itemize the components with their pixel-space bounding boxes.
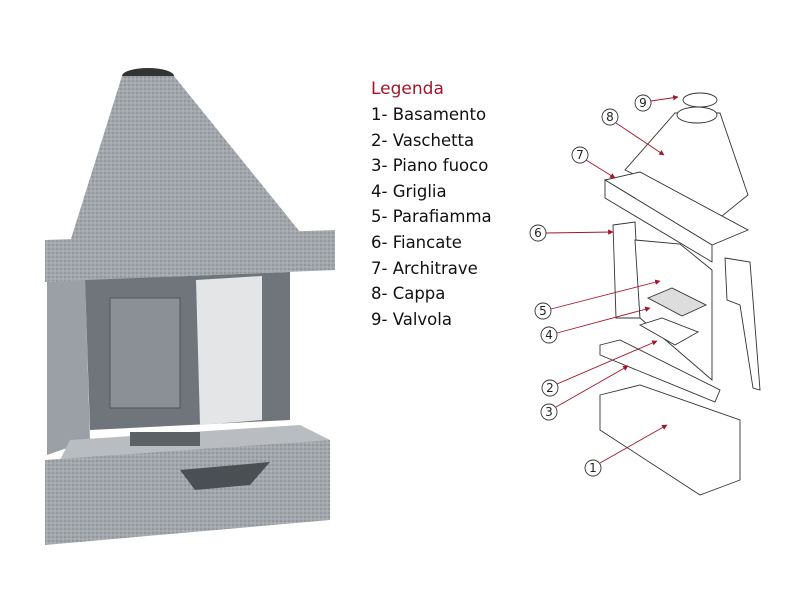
legend-item-basamento: 1- Basamento	[371, 105, 487, 124]
side-right-part	[724, 257, 761, 391]
left-side	[47, 280, 90, 455]
fireback-plate	[109, 297, 181, 409]
callout-8: 8	[601, 108, 665, 156]
legend-title: Legenda	[371, 79, 444, 99]
right-side-panel	[196, 276, 262, 425]
side-left-part	[612, 221, 641, 319]
ash-pan-part	[638, 317, 700, 346]
grate-part	[646, 287, 708, 317]
callout-3: 3	[540, 365, 629, 421]
callout-2-number: 2	[546, 381, 554, 395]
callouts: 9 8 7 6 5 4 2 3 1	[529, 94, 679, 477]
callout-7: 7	[571, 146, 616, 179]
hood-outlet	[676, 106, 718, 124]
callout-4: 4	[540, 306, 651, 344]
callout-9-number: 9	[639, 96, 647, 110]
callout-5-number: 5	[539, 304, 547, 318]
hood	[70, 76, 300, 242]
lintel	[45, 230, 335, 282]
legend-item-fiancate: 6- Fiancate	[371, 232, 462, 252]
callout-1: 1	[584, 424, 668, 477]
legend-item-vaschetta: 2- Vaschetta	[371, 130, 475, 150]
callout-6-number: 6	[534, 226, 542, 240]
callout-7-number: 7	[576, 148, 584, 162]
callout-4-number: 4	[545, 328, 553, 342]
fireplace-photo	[45, 68, 335, 545]
legend-item-parafiamma: 5- Parafiamma	[371, 207, 492, 227]
lintel-front	[604, 179, 713, 263]
callout-1-number: 1	[589, 461, 597, 475]
base-part	[599, 384, 741, 496]
legend-item-architrave: 7- Architrave	[371, 258, 478, 278]
legend-item-griglia: 4- Griglia	[371, 181, 447, 201]
callout-9: 9	[634, 94, 679, 112]
valve-part	[682, 92, 718, 108]
legend: Legenda 1- Basamento 2- Vaschetta 3- Pia…	[371, 78, 492, 332]
callout-6: 6	[529, 224, 614, 242]
legend-item-cappa: 8- Cappa	[371, 284, 446, 304]
callout-8-number: 8	[606, 110, 614, 124]
callout-3-number: 3	[545, 405, 553, 419]
fire-floor-part	[599, 339, 721, 403]
legend-item-piano-fuoco: 3- Piano fuoco	[371, 156, 489, 176]
grate	[130, 432, 200, 446]
ash-drawer	[180, 462, 270, 490]
callout-2: 2	[541, 340, 658, 397]
callout-5: 5	[534, 279, 661, 320]
legend-item-valvola: 9- Valvola	[371, 309, 452, 329]
